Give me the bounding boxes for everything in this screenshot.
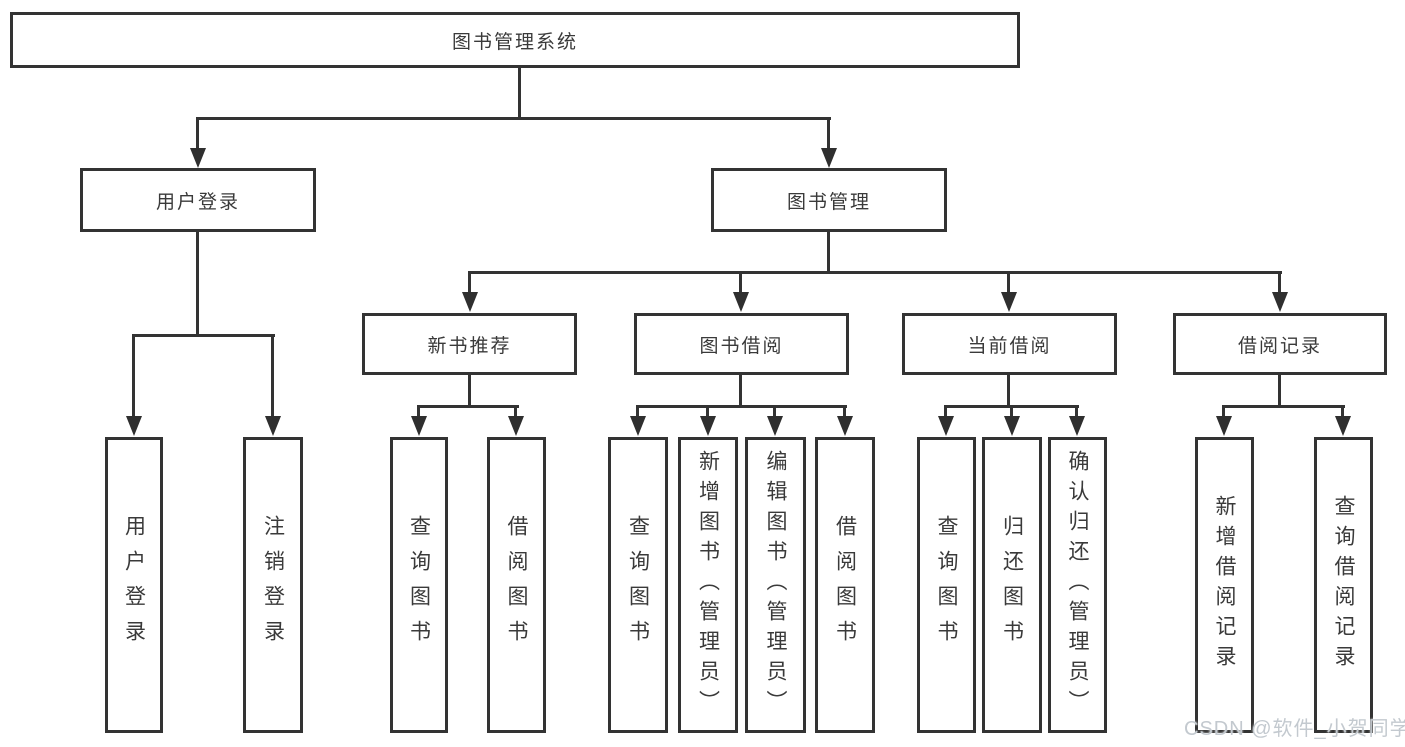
node-leaf-user-login-label: 用户登录 bbox=[122, 515, 146, 655]
node-user-login-label: 用户登录 bbox=[155, 191, 240, 213]
csdn-watermark: CSDN @软件_小贺同学 bbox=[1184, 718, 1405, 740]
node-leaf-cb-confirm-return-admin: 确认归还（管理员） bbox=[1048, 437, 1107, 733]
connector-line bbox=[827, 117, 830, 150]
connector-line bbox=[739, 375, 742, 408]
node-leaf-nbr-query-books-label: 查询图书 bbox=[407, 515, 431, 655]
node-leaf-nbr-borrow-books-label: 借阅图书 bbox=[505, 515, 528, 655]
arrowhead-icon bbox=[1272, 292, 1288, 312]
arrowhead-icon bbox=[265, 416, 281, 436]
node-leaf-br-query-record: 查询借阅记录 bbox=[1314, 437, 1373, 733]
node-book-management-label: 图书管理 bbox=[786, 191, 871, 213]
node-borrowing-records: 借阅记录 bbox=[1173, 313, 1387, 375]
connector-line bbox=[636, 405, 639, 418]
connector-line bbox=[1222, 405, 1225, 418]
connector-line bbox=[1341, 405, 1344, 418]
arrowhead-icon bbox=[1004, 416, 1020, 436]
node-leaf-logout: 注销登录 bbox=[243, 437, 303, 733]
connector-line bbox=[773, 405, 776, 418]
arrowhead-icon bbox=[1335, 416, 1351, 436]
node-book-management: 图书管理 bbox=[711, 168, 947, 232]
connector-line bbox=[1010, 405, 1013, 418]
arrowhead-icon bbox=[126, 416, 142, 436]
connector-line bbox=[843, 405, 846, 418]
arrowhead-icon bbox=[821, 148, 837, 168]
connector-line bbox=[468, 375, 471, 408]
node-leaf-user-login: 用户登录 bbox=[105, 437, 163, 733]
connector-line bbox=[271, 334, 274, 418]
arrowhead-icon bbox=[630, 416, 646, 436]
node-current-borrowing: 当前借阅 bbox=[902, 313, 1117, 375]
arrowhead-icon bbox=[462, 292, 478, 312]
connector-line bbox=[518, 68, 521, 118]
connector-line bbox=[196, 117, 199, 150]
connector-line bbox=[417, 405, 420, 418]
node-book-borrowing: 图书借阅 bbox=[634, 313, 849, 375]
node-leaf-nbr-query-books: 查询图书 bbox=[390, 437, 448, 733]
connector-line bbox=[739, 271, 742, 295]
node-leaf-bb-borrow-books: 借阅图书 bbox=[815, 437, 875, 733]
node-leaf-cb-confirm-return-admin-label: 确认归还（管理员） bbox=[1066, 450, 1089, 720]
arrowhead-icon bbox=[508, 416, 524, 436]
node-leaf-bb-borrow-books-label: 借阅图书 bbox=[833, 515, 857, 655]
connector-line bbox=[944, 405, 947, 418]
node-leaf-bb-edit-books-admin: 编辑图书（管理员） bbox=[745, 437, 806, 733]
arrowhead-icon bbox=[1069, 416, 1085, 436]
node-book-borrowing-label: 图书借阅 bbox=[699, 335, 784, 357]
node-leaf-br-add-record-label: 新增借阅记录 bbox=[1213, 495, 1236, 675]
connector-line bbox=[636, 405, 847, 408]
node-leaf-bb-query-books-label: 查询图书 bbox=[626, 515, 650, 655]
arrowhead-icon bbox=[190, 148, 206, 168]
node-current-borrowing-label: 当前借阅 bbox=[967, 335, 1052, 357]
connector-line bbox=[1222, 405, 1345, 408]
node-leaf-cb-query-books-label: 查询图书 bbox=[935, 515, 958, 655]
node-borrowing-records-label: 借阅记录 bbox=[1237, 335, 1322, 357]
node-leaf-bb-add-books-admin: 新增图书（管理员） bbox=[678, 437, 738, 733]
node-leaf-logout-label: 注销登录 bbox=[261, 515, 285, 655]
arrowhead-icon bbox=[767, 416, 783, 436]
node-leaf-cb-return-books: 归还图书 bbox=[982, 437, 1042, 733]
arrowhead-icon bbox=[1001, 292, 1017, 312]
node-leaf-bb-add-books-admin-label: 新增图书（管理员） bbox=[696, 450, 720, 720]
arrowhead-icon bbox=[733, 292, 749, 312]
connector-line bbox=[196, 232, 199, 337]
arrowhead-icon bbox=[411, 416, 427, 436]
connector-line bbox=[1007, 271, 1010, 295]
connector-line bbox=[132, 334, 275, 337]
connector-line bbox=[1007, 375, 1010, 408]
node-leaf-bb-edit-books-admin-label: 编辑图书（管理员） bbox=[764, 450, 787, 720]
node-leaf-nbr-borrow-books: 借阅图书 bbox=[487, 437, 546, 733]
node-leaf-cb-query-books: 查询图书 bbox=[917, 437, 976, 733]
connector-line bbox=[132, 334, 135, 418]
connector-line bbox=[1278, 271, 1281, 295]
connector-line bbox=[827, 232, 830, 274]
node-leaf-bb-query-books: 查询图书 bbox=[608, 437, 668, 733]
connector-line bbox=[706, 405, 709, 418]
node-leaf-br-add-record: 新增借阅记录 bbox=[1195, 437, 1254, 733]
connector-line bbox=[468, 271, 471, 295]
node-new-book-recommend-label: 新书推荐 bbox=[427, 335, 512, 357]
node-new-book-recommend: 新书推荐 bbox=[362, 313, 577, 375]
node-leaf-br-query-record-label: 查询借阅记录 bbox=[1332, 495, 1355, 675]
arrowhead-icon bbox=[938, 416, 954, 436]
node-user-login: 用户登录 bbox=[80, 168, 316, 232]
arrowhead-icon bbox=[1216, 416, 1232, 436]
connector-line bbox=[1278, 375, 1281, 408]
connector-line bbox=[514, 405, 517, 418]
connector-line bbox=[1075, 405, 1078, 418]
node-leaf-cb-return-books-label: 归还图书 bbox=[1000, 515, 1024, 655]
node-library-management-system: 图书管理系统 bbox=[10, 12, 1020, 68]
connector-line bbox=[197, 117, 831, 120]
arrowhead-icon bbox=[837, 416, 853, 436]
node-library-management-system-label: 图书管理系统 bbox=[451, 31, 578, 53]
arrowhead-icon bbox=[700, 416, 716, 436]
connector-line bbox=[417, 405, 519, 408]
connector-line bbox=[468, 271, 1282, 274]
